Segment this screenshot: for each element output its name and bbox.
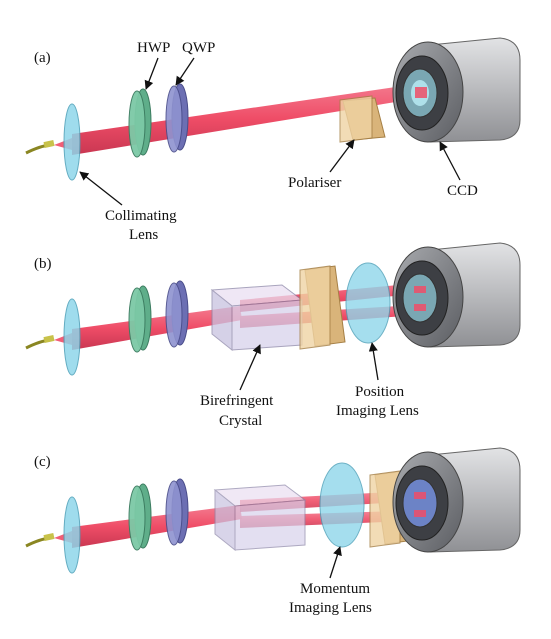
- beam-main-b: [72, 306, 242, 350]
- polariser-plate-a: [339, 95, 373, 143]
- qwp-plate-c: [165, 480, 183, 546]
- position-imaging-lens: [345, 262, 391, 344]
- arrow-hwp: [144, 57, 159, 90]
- ccd-camera-c: [392, 447, 521, 553]
- label-birefringent-2: Crystal: [219, 413, 262, 429]
- hwp-plate-b: [128, 287, 146, 353]
- birefringent-crystal-b: [210, 284, 304, 352]
- label-momentum-1: Momentum: [300, 581, 370, 597]
- beam-main-c: [72, 505, 242, 548]
- panel-c: (c) Momentum Imagin: [25, 447, 521, 616]
- arrow-ccd: [439, 141, 461, 181]
- fiber-connector-c: [43, 533, 55, 541]
- ccd-camera-b: [392, 242, 521, 348]
- label-momentum-2: Imaging Lens: [289, 600, 372, 616]
- panel-b: (b) Birefring: [25, 242, 521, 429]
- collimating-lens-b: [63, 298, 81, 376]
- label-position-2: Imaging Lens: [336, 403, 419, 419]
- birefringent-crystal-c: [213, 484, 307, 552]
- label-collimating-1: Collimating: [105, 208, 177, 224]
- arrow-qwp: [175, 57, 195, 86]
- label-collimating-2: Lens: [129, 227, 158, 243]
- label-position-1: Position: [355, 384, 405, 400]
- qwp-plate-b: [165, 282, 183, 348]
- hwp-plate-a: [128, 90, 146, 158]
- collimating-lens-a: [63, 103, 81, 181]
- hwp-plate-c: [128, 485, 146, 551]
- label-polariser: Polariser: [288, 175, 341, 191]
- panel-label-a: (a): [34, 50, 51, 66]
- arrow-collimating: [79, 171, 123, 206]
- arrow-momentum-lens: [329, 546, 342, 579]
- collimating-lens-c: [63, 496, 81, 574]
- label-hwp: HWP: [137, 40, 170, 56]
- panel-label-b: (b): [34, 256, 52, 272]
- label-ccd: CCD: [447, 183, 478, 199]
- ccd-camera-a: [392, 37, 521, 143]
- fiber-connector: [43, 140, 55, 148]
- label-qwp: QWP: [182, 40, 215, 56]
- arrow-position-lens: [368, 342, 379, 381]
- momentum-imaging-lens: [319, 462, 365, 548]
- polariser-plate-b: [299, 265, 331, 350]
- arrow-polariser: [329, 139, 355, 173]
- arrow-birefringent: [239, 344, 261, 391]
- panel-a: (a) HWP QWP Polariser CCD: [25, 37, 521, 243]
- fiber-connector-b: [43, 335, 55, 343]
- polariser-plate-c: [369, 470, 401, 548]
- panel-label-c: (c): [34, 454, 51, 470]
- label-birefringent-1: Birefringent: [200, 393, 274, 409]
- qwp-plate-a: [165, 85, 183, 153]
